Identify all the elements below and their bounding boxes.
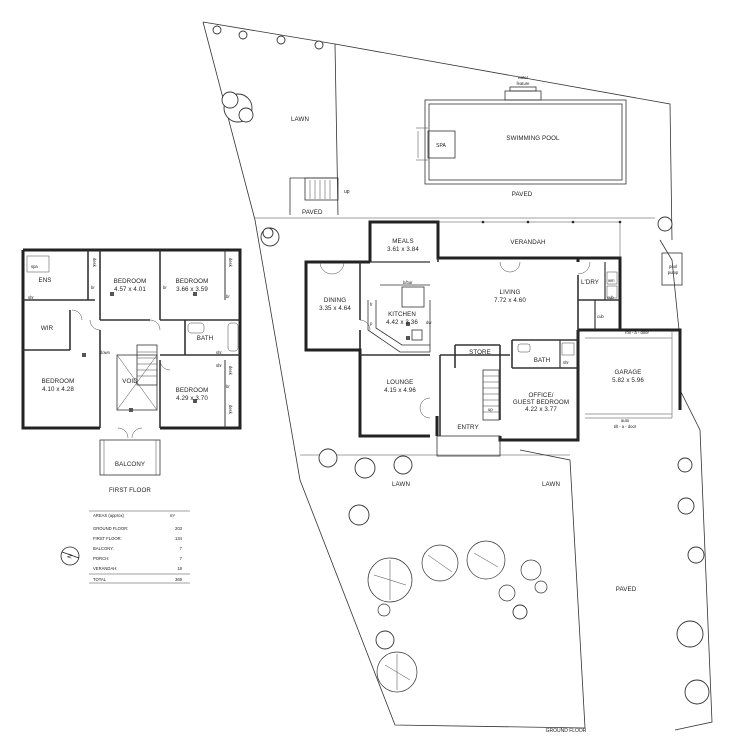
fridge-label: fr [370,302,373,307]
areas-row-value-ground: 203 [175,526,183,531]
upstairs-bath-label: BATH [197,335,213,342]
stairs-down-label: down [100,350,111,355]
areas-unit-label: m² [170,513,175,518]
kitchen-room-dims: 4.42 x 3.36 [386,319,418,326]
pantry-label: p [370,321,373,326]
lawn-label-right: LAWN [542,481,560,488]
north-arrow-icon [60,546,80,566]
spa-bath-label: spa [31,264,38,269]
store-label: STORE [469,349,491,356]
dining-room-dims: 3.35 x 4.64 [319,305,351,312]
water-feature-label-2: feature [516,81,530,86]
areas-row-label-porch: PORCH: [93,556,109,561]
office-room-label: OFFICE/ [528,392,553,399]
bath-shower-label: shr [216,350,222,355]
garden-steps [304,177,339,201]
bedroom-1-label: BEDROOM [114,278,147,285]
water-feature-label-1: water [518,75,529,80]
pool-pump-label-2: pump [668,270,679,275]
areas-total-value: 369 [175,577,183,582]
lawn-label-mid: LAWN [392,481,410,488]
meals-room-label: MEALS [392,238,413,245]
trees [212,25,710,705]
bed4-shower-label: shr [216,363,222,368]
areas-row-value-first: 134 [175,536,183,541]
balcony-label: BALCONY [115,461,145,468]
lounge-room-dims: 4.15 x 4.96 [384,387,416,394]
entry-stair-up-label: up [488,407,493,412]
dining-room-label: DINING [324,297,346,304]
laundry-label: L'DRY [581,279,599,286]
office-room-dims: 4.22 x 3.77 [525,406,557,413]
walk-in-robe-label: WIR [41,325,54,332]
robe-label-4: br [226,384,230,389]
bedroom-2-label: BEDROOM [176,278,209,285]
areas-row-label-balcony: BALCONY: [93,546,114,551]
ground-bath-label: BATH [534,357,550,364]
dishwasher-label: dw [426,320,432,325]
garage-dims: 5.82 x 5.96 [612,377,644,384]
guest-bedroom-label: GUEST BEDROOM [513,399,569,406]
living-room-dims: 7.72 x 4.60 [494,297,526,304]
areas-row-label-first: FIRST FLOOR: [93,536,122,541]
first-floor-title: FIRST FLOOR [109,487,151,494]
paved-label-steps: PAVED [302,209,323,216]
paved-label-drive: PAVED [616,586,637,593]
ensuite-shower-label: shr [28,295,34,300]
swimming-pool-label: SWIMMING POOL [506,135,560,142]
areas-row-value-balcony: 7 [180,546,183,551]
kitchen-room-label: KITCHEN [388,311,416,318]
bedroom-3-dims: 4.10 x 4.28 [42,386,74,393]
areas-row-value-verandah: 18 [177,566,182,571]
meals-room-dims: 3.61 x 3.84 [387,246,419,253]
roll-a-door-label: roll - a - door [625,330,649,335]
living-room-label: LIVING [500,289,521,296]
bedroom-2-dims: 3.66 x 3.59 [176,286,208,293]
swimming-pool [416,86,627,185]
first-floor-walls [21,248,242,476]
areas-row-value-porch: 7 [180,556,183,561]
bedroom-3-label: BEDROOM [42,378,75,385]
garage-label: GARAGE [614,369,641,376]
north-arrow-label: N [66,553,74,560]
tilt-a-door-label: tilt - a - door [614,424,637,429]
pool-pump-box [661,252,683,286]
areas-table [89,510,190,584]
desk-label-4: desk [228,405,233,415]
ground-floor-title: GROUND FLOOR [546,728,587,734]
auto-label: auto [621,418,630,423]
garden-steps-up-label: up [344,189,350,195]
lawn-label-top: LAWN [291,116,309,123]
areas-row-label-verandah: VERANDAH: [93,566,117,571]
bedroom-1-dims: 4.57 x 4.01 [114,286,146,293]
paved-label-pool: PAVED [512,191,533,198]
lounge-room-label: LOUNGE [387,379,414,386]
desk-label-2: desk [228,258,233,268]
ground-shower-label: shr [563,360,569,365]
bbar-label: b/bar [403,280,413,285]
robe-label-1: br [91,285,95,290]
desk-label-3: desk [228,366,233,376]
entry-label: ENTRY [457,424,478,431]
robe-label-3: br [226,294,230,299]
bedroom-4-label: BEDROOM [176,387,209,394]
verandah-label: VERANDAH [510,239,545,246]
pool-pump-label-1: pool [669,264,677,269]
areas-header-label: AREAS (approx) [93,513,125,518]
desk-label-1: desk [92,258,97,268]
areas-total-label: TOTAL [93,577,107,582]
washing-machine-label: wm [608,278,615,283]
void-label: VOID [122,378,138,385]
ensuite-label: ENS [38,277,51,284]
cupboard-label-2: cub [597,314,604,319]
cupboard-label-1: cub [607,295,614,300]
robe-label-2: br [163,285,167,290]
bedroom-4-dims: 4.29 x 3.70 [176,395,208,402]
areas-row-label-ground: GROUND FLOOR: [93,526,128,531]
site-boundary [202,21,713,731]
ground-floor-walls [304,220,682,457]
spa-label: SPA [436,143,446,149]
